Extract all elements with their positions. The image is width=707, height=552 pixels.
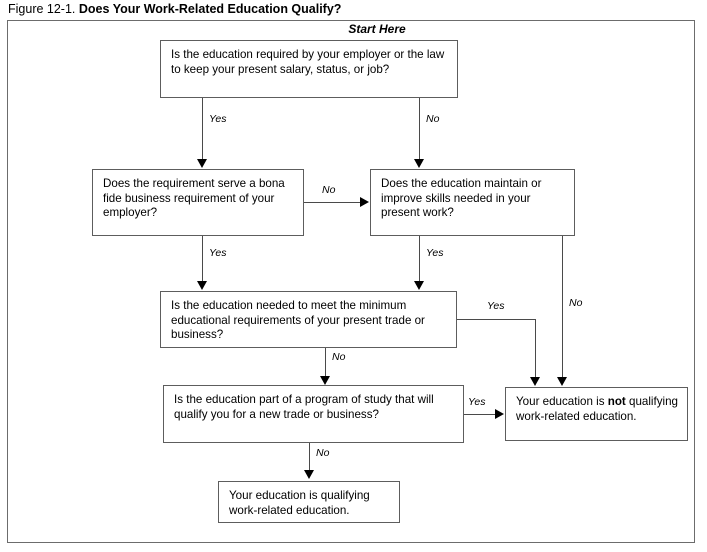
start-here-label: Start Here [348, 22, 406, 36]
result-box-not-qualifying: Your education is not qualifying work-re… [505, 387, 688, 441]
edge-q3-no-line [325, 348, 327, 377]
edge-q4-no-arrowhead [304, 470, 314, 479]
edge-q3-yes-hline [457, 319, 536, 321]
decision-box-minimum-educational-requirements: Is the education needed to meet the mini… [160, 291, 457, 348]
figure-frame [7, 20, 695, 543]
edge-q2right-no-arrowhead [557, 377, 567, 386]
edge-q1-no-arrowhead [414, 159, 424, 168]
figure-number: Figure 12-1. [8, 2, 76, 16]
edge-q3-yes-vline [535, 319, 537, 378]
edge-label-q2right-no: No [569, 297, 583, 309]
edge-q2right-no-line [562, 236, 564, 378]
edge-q3-yes-arrowhead [530, 377, 540, 386]
result-not-qualifying-suffix: qualifying work-related education. [516, 395, 678, 423]
edge-q2left-yes-line [202, 236, 204, 283]
edge-q2right-yes-line [419, 236, 421, 283]
decision-box-maintain-improve-skills: Does the education maintain or improve s… [370, 169, 575, 236]
edge-label-q2left-no: No [322, 184, 336, 196]
edge-label-q2right-yes: Yes [426, 247, 444, 259]
figure-caption: Figure 12-1. Does Your Work-Related Educ… [8, 2, 341, 17]
edge-q4-no-line [309, 443, 311, 472]
edge-label-q4-no: No [316, 447, 330, 459]
decision-box-education-required: Is the education required by your employ… [160, 40, 458, 98]
edge-label-q3-yes: Yes [487, 300, 505, 312]
result-box-qualifying: Your education is qualifying work-relate… [218, 481, 400, 523]
figure-title: Does Your Work-Related Education Qualify… [78, 2, 342, 16]
edge-q1-yes-arrowhead [197, 159, 207, 168]
decision-box-bona-fide-requirement: Does the requirement serve a bona fide b… [92, 169, 304, 236]
edge-label-q1-no: No [426, 113, 440, 125]
edge-label-q2left-yes: Yes [209, 247, 227, 259]
edge-q3-no-arrowhead [320, 376, 330, 385]
result-not-qualifying-prefix: Your education is [516, 395, 608, 408]
edge-q2left-no-arrowhead [360, 197, 369, 207]
edge-label-q1-yes: Yes [209, 113, 227, 125]
edge-q4-yes-arrowhead [495, 409, 504, 419]
decision-box-new-trade-or-business: Is the education part of a program of st… [163, 385, 464, 443]
edge-q1-yes-line [202, 98, 204, 160]
edge-q2right-yes-arrowhead [414, 281, 424, 290]
edge-label-q4-yes: Yes [468, 396, 486, 408]
result-not-qualifying-emphasis: not [607, 395, 626, 408]
edge-q1-no-line [419, 98, 421, 160]
edge-label-q3-no: No [332, 351, 346, 363]
edge-q4-yes-line [464, 414, 496, 416]
edge-q2left-no-line [304, 202, 361, 204]
edge-q2left-yes-arrowhead [197, 281, 207, 290]
